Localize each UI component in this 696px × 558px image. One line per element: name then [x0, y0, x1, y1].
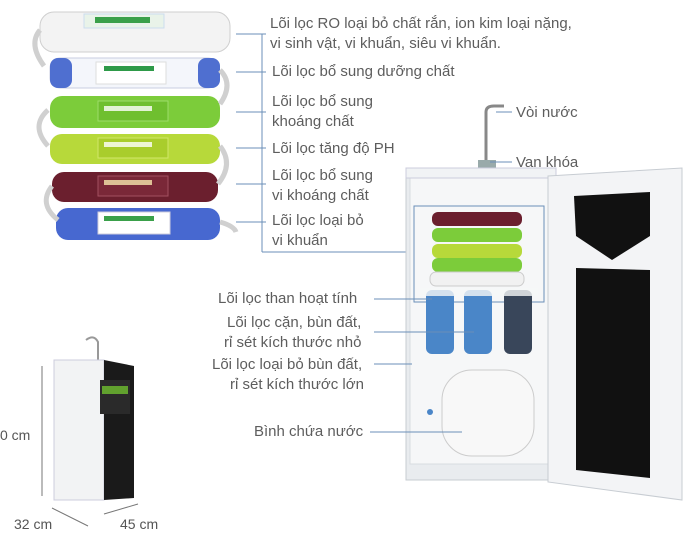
callout-antibacterial-line2: vi khuẩn — [272, 232, 328, 249]
ph-cartridge — [50, 134, 220, 164]
callout-mineral-line1: Lõi lọc bổ sung — [272, 93, 373, 110]
right-callout-lines — [490, 111, 512, 163]
connector-tubes — [32, 28, 239, 234]
callout-sediment-large-line1: Lõi lọc loại bỏ bùn đất, — [212, 356, 363, 373]
callout-carbon: Lõi lọc than hoạt tính — [218, 290, 358, 307]
callout-antibacterial-line1: Lõi lọc loại bỏ — [272, 212, 364, 229]
mineral-cartridge — [50, 96, 220, 128]
cartridge-stack — [32, 11, 239, 240]
callout-nutrient: Lõi lọc bổ sung dưỡng chất — [272, 63, 455, 80]
micro-mineral-cartridge — [52, 172, 218, 202]
callout-tank: Bình chứa nước — [254, 423, 364, 440]
callout-sediment-small-line2: rỉ sét kích thước nhỏ — [224, 334, 362, 351]
dimension-depth: 32 cm — [14, 516, 53, 532]
callout-faucet: Vòi nước — [516, 104, 578, 121]
callout-ro-line2: vi sinh vật, vi khuẩn, siêu vi khuẩn. — [270, 35, 501, 52]
callout-micro-mineral-line2: vi khoáng chất — [272, 187, 369, 204]
purifier-cabinet — [405, 104, 683, 501]
dimension-height: 0 cm — [0, 427, 31, 443]
ro-membrane-cartridge — [39, 11, 231, 53]
callout-micro-mineral-line1: Lõi lọc bổ sung — [272, 167, 373, 184]
product-thumbnail — [41, 336, 139, 527]
callout-sediment-small-line1: Lõi lọc cặn, bùn đất, — [227, 314, 362, 331]
callout-ro-line1: Lõi lọc RO loại bỏ chất rắn, ion kim loạ… — [270, 15, 572, 32]
nutrient-cartridge — [49, 57, 220, 89]
antibacterial-cartridge — [56, 208, 220, 240]
callout-ph: Lõi lọc tăng độ PH — [272, 140, 395, 157]
callout-sediment-large-line2: rỉ sét kích thước lớn — [230, 376, 364, 393]
dimension-width: 45 cm — [120, 516, 159, 532]
left-callout-lines — [370, 298, 474, 433]
callout-mineral-line2: khoáng chất — [272, 113, 354, 130]
callout-valve: Van khóa — [516, 154, 579, 171]
